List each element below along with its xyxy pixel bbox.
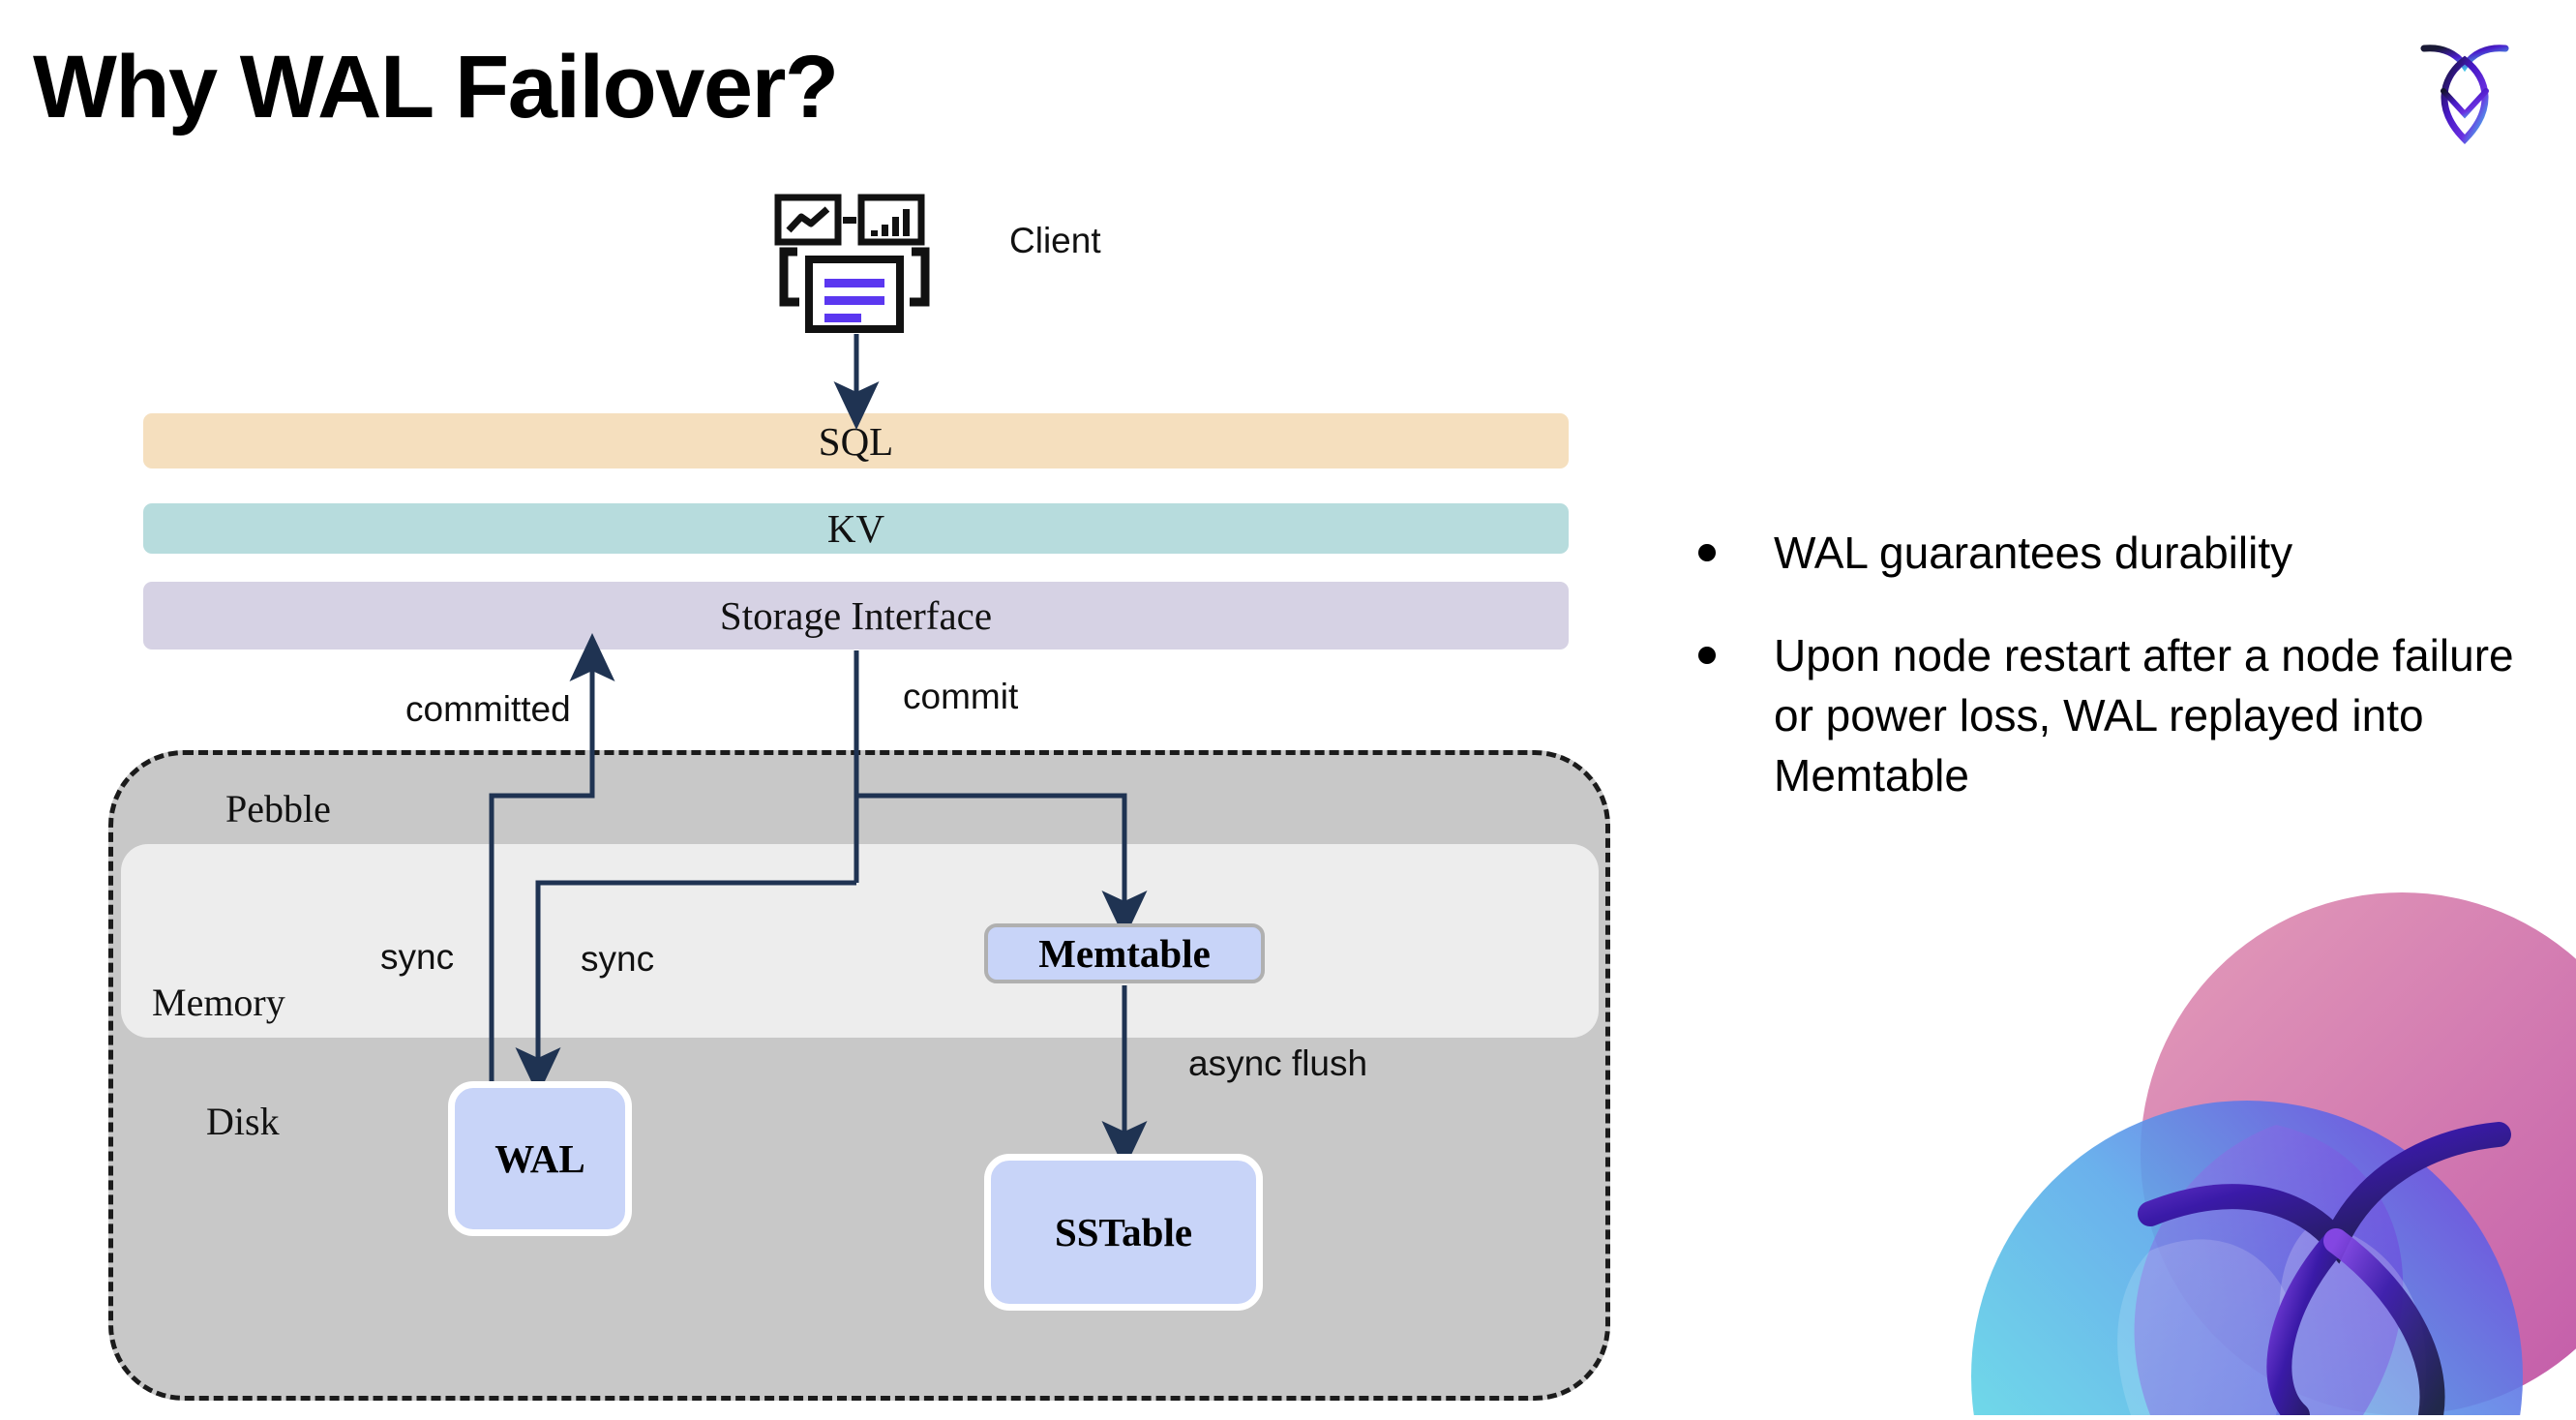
edge-label-async-flush: async flush bbox=[1188, 1043, 1368, 1083]
cockroachdb-logo-icon bbox=[2414, 37, 2515, 145]
stack-layer-storage-interface: Storage Interface bbox=[143, 582, 1569, 650]
stack-layer-kv: KV bbox=[143, 503, 1569, 554]
component-sstable: SSTable bbox=[984, 1154, 1263, 1311]
stack-layer-sql: SQL bbox=[143, 413, 1569, 468]
pebble-label: Pebble bbox=[225, 787, 331, 831]
bullet-list: WAL guarantees durability Upon node rest… bbox=[1698, 523, 2531, 848]
memory-zone bbox=[121, 844, 1599, 1038]
memory-label: Memory bbox=[152, 981, 285, 1024]
bullet-text: WAL guarantees durability bbox=[1774, 528, 2293, 578]
list-item: Upon node restart after a node failure o… bbox=[1698, 625, 2531, 805]
component-wal: WAL bbox=[448, 1081, 632, 1236]
list-item: WAL guarantees durability bbox=[1698, 523, 2531, 583]
component-memtable: Memtable bbox=[984, 923, 1265, 983]
edge-label-sync-1: sync bbox=[380, 937, 455, 977]
bullet-text: Upon node restart after a node failure o… bbox=[1774, 630, 2514, 801]
edge-label-sync-2: sync bbox=[581, 939, 655, 979]
page-title: Why WAL Failover? bbox=[33, 38, 839, 136]
bullet-dot-icon bbox=[1698, 647, 1716, 665]
client-label: Client bbox=[1009, 221, 1101, 260]
cockroachdb-corner-art-icon bbox=[1860, 834, 2576, 1420]
disk-label: Disk bbox=[206, 1100, 280, 1143]
edge-label-commit: commit bbox=[903, 677, 1019, 716]
edge-label-committed: committed bbox=[405, 689, 571, 729]
client-analytics-icon bbox=[774, 194, 939, 341]
bullet-dot-icon bbox=[1698, 544, 1716, 561]
